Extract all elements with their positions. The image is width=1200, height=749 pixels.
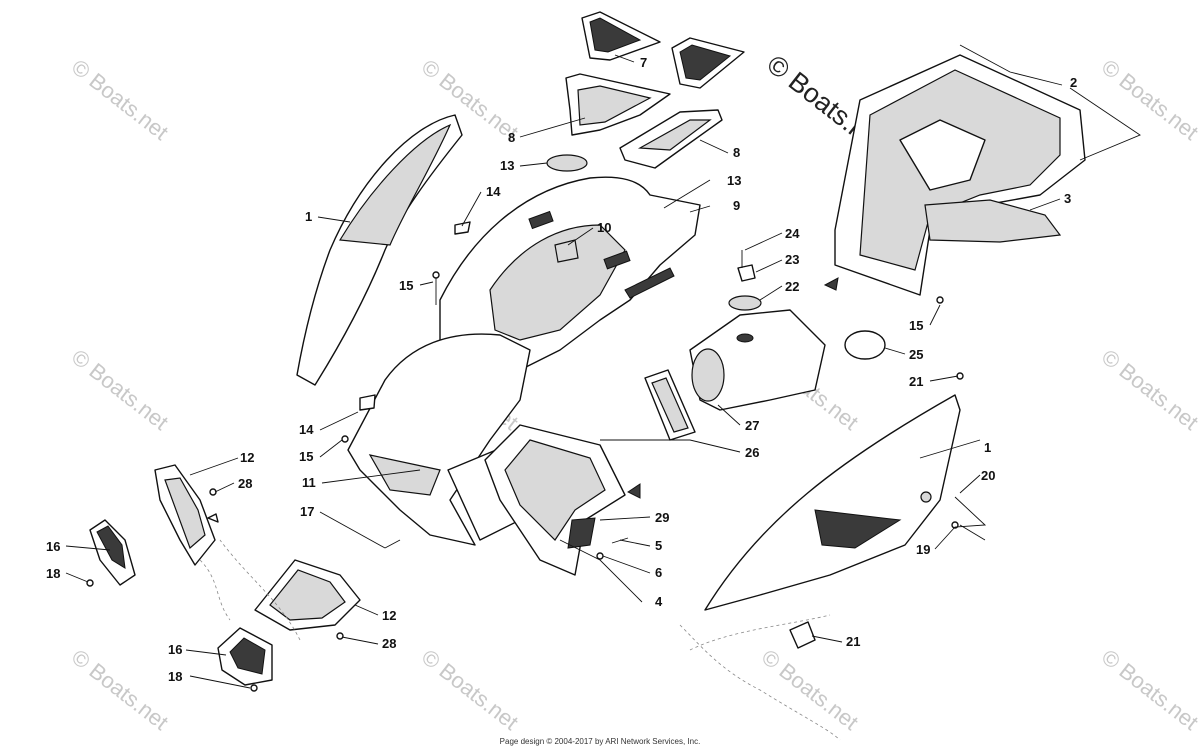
callout-15-upper: 15 bbox=[399, 278, 413, 293]
part-7-vent-grille-right bbox=[671, 37, 745, 89]
callout-1-left: 1 bbox=[305, 209, 312, 224]
callout-20: 20 bbox=[981, 468, 995, 483]
callout-21-upper: 21 bbox=[909, 374, 923, 389]
callout-18-lower: 18 bbox=[168, 669, 182, 684]
part-2-inner-tub bbox=[834, 54, 1086, 296]
ghost-left-lower-body bbox=[199, 539, 301, 641]
part-23-clip bbox=[737, 264, 756, 282]
copyright-footer: Page design © 2004-2017 by ARI Network S… bbox=[499, 737, 701, 746]
watermark: © Boats.net bbox=[1097, 54, 1200, 145]
callout-28-lower: 28 bbox=[382, 636, 396, 651]
callout-8-left: 8 bbox=[508, 130, 515, 145]
callout-14-upper: 14 bbox=[486, 184, 501, 199]
callout-26: 26 bbox=[745, 445, 759, 460]
watermark: © Boats.net bbox=[1097, 344, 1200, 435]
watermark: © Boats.net bbox=[757, 644, 863, 735]
part-12-left-upper-bracket bbox=[154, 464, 216, 566]
callout-28-upper: 28 bbox=[238, 476, 252, 491]
part-16-left-upper-panel bbox=[89, 519, 136, 586]
part-16-left-lower-panel bbox=[217, 627, 273, 686]
part-10-bracket bbox=[554, 239, 579, 263]
callout-4: 4 bbox=[655, 594, 663, 609]
direction-arrow-right bbox=[823, 277, 839, 291]
callout-29: 29 bbox=[655, 510, 669, 525]
part-26-seal-inner bbox=[651, 377, 689, 433]
part-4-intake-housing bbox=[484, 424, 626, 576]
callout-1-right: 1 bbox=[984, 440, 991, 455]
callout-11: 11 bbox=[302, 475, 316, 490]
callout-21-lower: 21 bbox=[846, 634, 860, 649]
part-1-right-side-panel bbox=[704, 394, 961, 611]
part-27-intake-duct bbox=[689, 309, 826, 411]
callout-7: 7 bbox=[640, 55, 647, 70]
callout-23: 23 bbox=[785, 252, 799, 267]
part-8-vent-bezel-right bbox=[619, 109, 723, 169]
callout-13-right: 13 bbox=[727, 173, 741, 188]
callout-17: 17 bbox=[300, 504, 314, 519]
callout-13-left: 13 bbox=[500, 158, 514, 173]
callout-27: 27 bbox=[745, 418, 759, 433]
leader-lines bbox=[65, 44, 1141, 689]
callout-10: 10 bbox=[597, 220, 611, 235]
callout-25: 25 bbox=[909, 347, 923, 362]
watermark: © Boats.net bbox=[67, 644, 173, 735]
callout-12-lower: 12 bbox=[382, 608, 396, 623]
callout-9: 9 bbox=[733, 198, 740, 213]
callout-24: 24 bbox=[785, 226, 800, 241]
part-13-grommet-left bbox=[546, 154, 588, 172]
part-3-shield bbox=[924, 199, 1062, 243]
part-22-grommet bbox=[728, 295, 762, 311]
callout-18-upper: 18 bbox=[46, 566, 60, 581]
callout-15-right: 15 bbox=[909, 318, 923, 333]
part-1-left-side-panel bbox=[296, 114, 463, 386]
part-21-lower-clip bbox=[789, 621, 816, 649]
callout-19: 19 bbox=[916, 542, 930, 557]
callout-labels: 1 1 2 3 4 5 6 7 8 8 9 10 11 12 12 13 13 … bbox=[46, 55, 1077, 684]
part-12-left-lower-bracket bbox=[254, 559, 361, 631]
callout-15-middle: 15 bbox=[299, 449, 313, 464]
part-8-vent-bezel-left bbox=[565, 73, 671, 136]
watermark: © Boats.net bbox=[1097, 644, 1200, 735]
callout-5: 5 bbox=[655, 538, 662, 553]
watermark: © Boats.net bbox=[417, 644, 523, 735]
ghost-lower-body bbox=[679, 614, 841, 741]
watermark: © Boats.net bbox=[67, 54, 173, 145]
part-9-upper-hood bbox=[439, 176, 701, 373]
part-7-vent-grille-left bbox=[581, 11, 661, 61]
callout-14-lower: 14 bbox=[299, 422, 314, 437]
part-25-hose-clamp bbox=[844, 330, 886, 360]
callout-3: 3 bbox=[1064, 191, 1071, 206]
callout-16-upper: 16 bbox=[46, 539, 60, 554]
direction-arrow-center bbox=[627, 483, 641, 499]
fastener-hardware bbox=[86, 221, 964, 692]
callout-22: 22 bbox=[785, 279, 799, 294]
callout-12-upper: 12 bbox=[240, 450, 254, 465]
callout-16-lower: 16 bbox=[168, 642, 182, 657]
callout-8-right: 8 bbox=[733, 145, 740, 160]
callout-6: 6 bbox=[655, 565, 662, 580]
watermark: © Boats.net bbox=[67, 344, 173, 435]
callout-2: 2 bbox=[1070, 75, 1077, 90]
